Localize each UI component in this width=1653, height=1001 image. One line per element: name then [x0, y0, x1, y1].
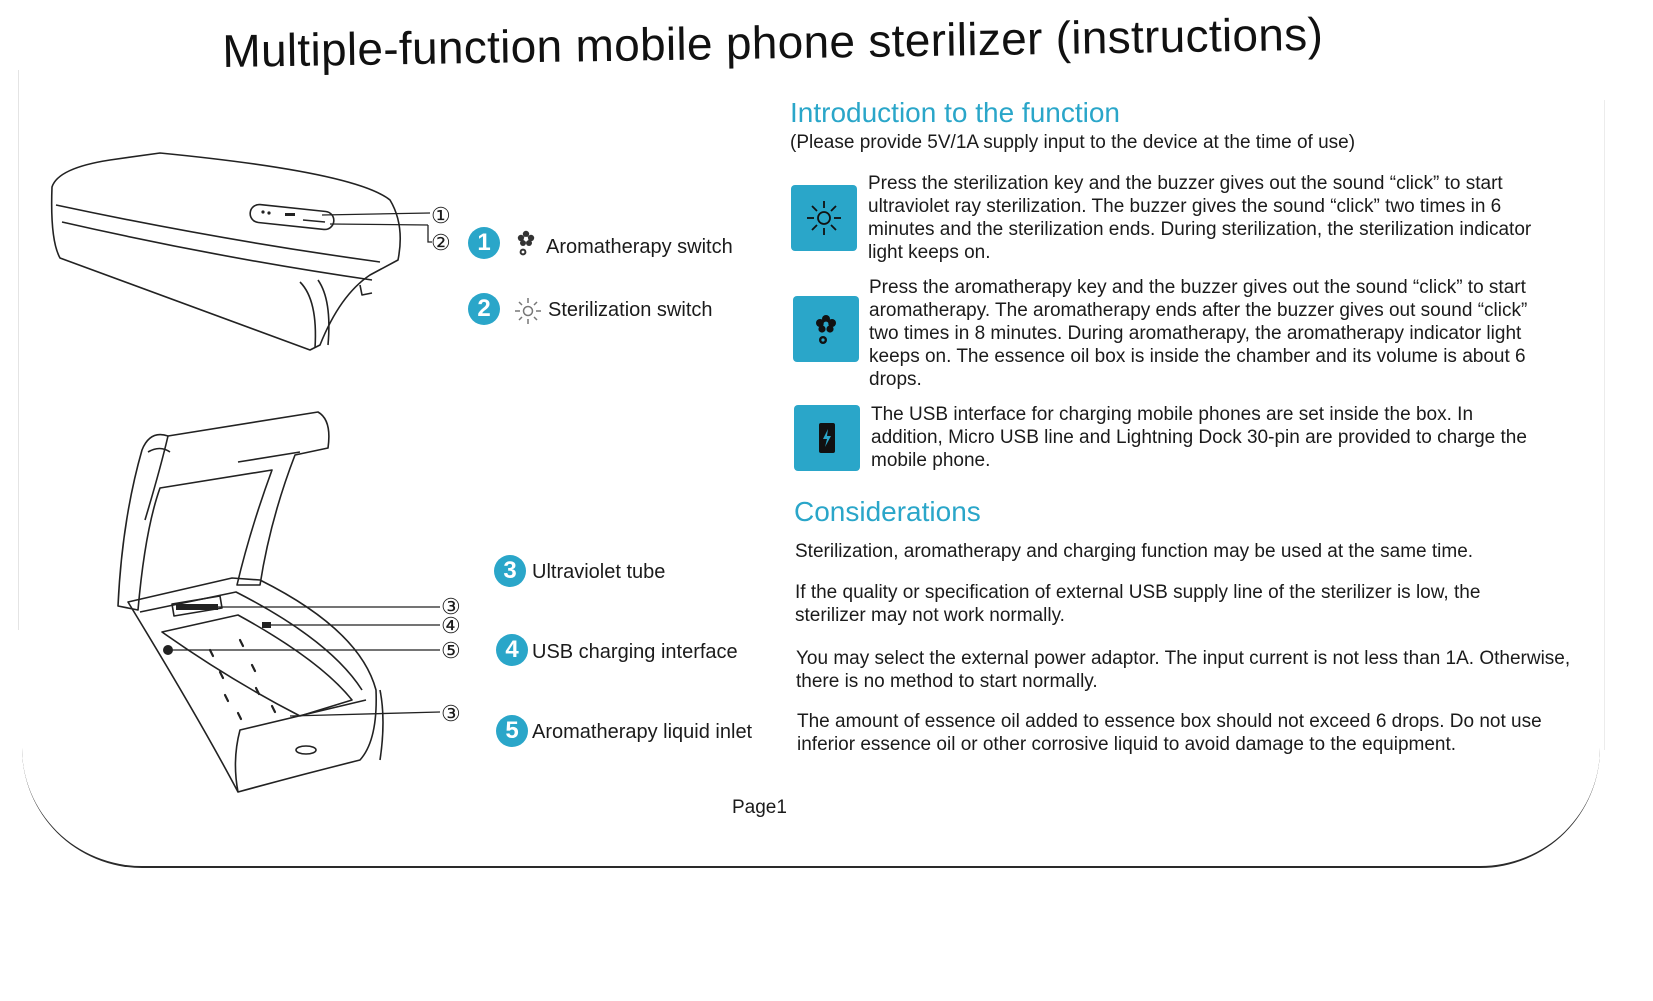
- intro-note: (Please provide 5V/1A supply input to th…: [790, 132, 1356, 153]
- callout-4: ④: [441, 613, 461, 638]
- feature-icon-aromatherapy: [793, 296, 859, 362]
- legend-number-4: 4: [496, 634, 528, 666]
- callout-3b: ③: [441, 701, 461, 726]
- callout-2: ②: [431, 230, 451, 255]
- legend-label-3: Ultraviolet tube: [532, 561, 666, 583]
- sun-icon: [515, 298, 541, 324]
- flower-icon: [816, 315, 836, 344]
- callout-1: ①: [431, 203, 451, 228]
- instruction-card-border: [22, 58, 1600, 868]
- legend-number-3: 3: [494, 555, 526, 587]
- card-right-edge: [1594, 100, 1605, 750]
- feature-icon-charging: [794, 405, 860, 471]
- callout-5: ⑤: [441, 638, 461, 663]
- legend-label-1: Aromatherapy switch: [546, 236, 733, 258]
- legend-number-1: 1: [468, 227, 500, 259]
- consideration-item: The amount of essence oil added to essen…: [797, 711, 1542, 755]
- feature-text-aromatherapy: Press the aromatherapy key and the buzze…: [869, 277, 1528, 390]
- feature-text-charging: The USB interface for charging mobile ph…: [871, 404, 1527, 471]
- legend-number-5: 5: [496, 715, 528, 747]
- legend-label-2: Sterilization switch: [548, 299, 713, 321]
- feature-text-sterilization: Press the sterilization key and the buzz…: [868, 173, 1532, 263]
- flower-icon: [517, 230, 535, 256]
- intro-heading: Introduction to the function: [790, 97, 1120, 128]
- closed-device-illustration: [50, 152, 432, 351]
- legend-number-2: 2: [468, 293, 500, 325]
- page-number: Page1: [732, 797, 787, 818]
- card-left-edge: [18, 70, 59, 630]
- phone-charging-icon: [819, 423, 835, 453]
- consideration-item: Sterilization, aromatherapy and charging…: [795, 541, 1474, 562]
- feature-icon-sterilization: [791, 185, 857, 251]
- callout-3: ③: [441, 594, 461, 619]
- legend-label-4: USB charging interface: [532, 641, 738, 663]
- consideration-item: If the quality or specification of exter…: [795, 582, 1481, 626]
- considerations-heading: Considerations: [794, 496, 981, 527]
- open-device-illustration: [117, 411, 441, 793]
- sun-icon: [807, 201, 841, 235]
- legend-label-5: Aromatherapy liquid inlet: [532, 721, 753, 743]
- consideration-item: You may select the external power adapto…: [796, 648, 1571, 692]
